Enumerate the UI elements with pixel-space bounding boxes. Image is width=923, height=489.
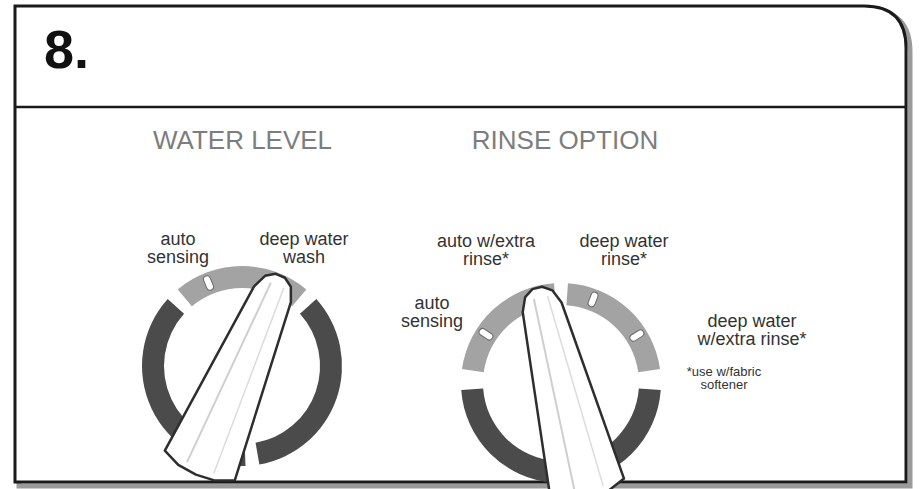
dial-knob <box>500 279 626 489</box>
selector-dial <box>461 279 661 489</box>
footnote: *use w/fabric softener <box>668 365 780 392</box>
knob-highlight <box>527 299 582 489</box>
setting-label: auto sensing <box>140 230 216 267</box>
setting-tick <box>202 275 214 292</box>
setting-tick <box>587 291 599 308</box>
card-border <box>15 6 906 482</box>
panel-heading: RINSE OPTION <box>450 127 680 154</box>
panel-heading: WATER LEVEL <box>130 127 355 154</box>
selector-dial <box>142 261 342 489</box>
header-rule <box>15 106 906 109</box>
setting-tick <box>629 329 645 343</box>
knob-highlight <box>187 280 271 465</box>
knob-body <box>500 279 626 489</box>
setting-label: auto w/extra rinse* <box>420 232 552 269</box>
setting-label: auto sensing <box>394 294 470 331</box>
step-number: 8. <box>44 22 89 77</box>
setting-label: deep water wash <box>248 230 360 267</box>
setting-label: deep water rinse* <box>566 232 682 269</box>
knob-highlight <box>547 294 603 488</box>
knob-body <box>161 261 315 489</box>
dial-knob <box>161 261 315 489</box>
setting-tick <box>478 327 494 341</box>
knob-highlight <box>206 288 291 473</box>
setting-label: deep water w/extra rinse* <box>672 312 832 349</box>
